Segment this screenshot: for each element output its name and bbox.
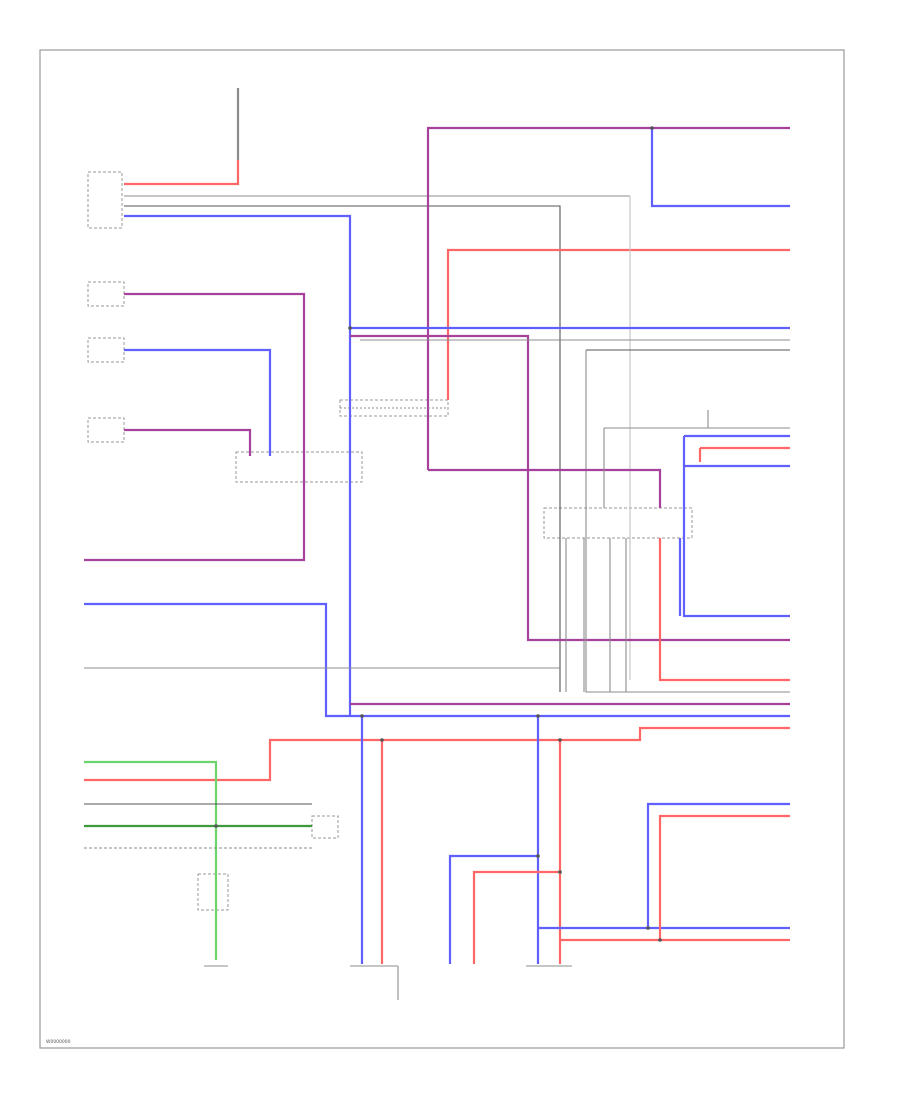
connector-block-left (235, 451, 363, 483)
wire-top-feed-red (124, 160, 240, 186)
junction-dot (214, 824, 218, 828)
junction-dot (536, 714, 540, 718)
wire-green-1 (84, 760, 218, 960)
junction-dot (536, 854, 540, 858)
component-box-3 (87, 337, 125, 363)
junction-dot (558, 738, 562, 742)
junction-dot (646, 926, 650, 930)
footer-code: W0000000 (46, 1039, 71, 1045)
wire-purple-mid (350, 334, 790, 642)
junction-dot (650, 126, 654, 130)
component-box-2 (87, 281, 125, 307)
wire-gray-mid2 (585, 350, 790, 693)
wire-red-top (446, 248, 790, 400)
junction-dot (360, 714, 364, 718)
component-box-4 (87, 417, 125, 443)
wire-blue-a (124, 214, 352, 716)
wire-black-a (124, 205, 561, 692)
connector-block-right (543, 507, 693, 539)
wire-red-low (84, 726, 790, 782)
diagram-frame (39, 49, 845, 1049)
wire-blue-rl2 (646, 802, 790, 928)
wire-red-branch (472, 870, 560, 964)
wire-purple-d (124, 428, 252, 456)
wire-blue-branch (448, 854, 538, 964)
wire-blue-ctrl-v (682, 436, 790, 618)
ground-sensor-box (197, 873, 229, 911)
wire-blue-c (124, 348, 272, 456)
junction-dot (348, 326, 352, 330)
junction-dot (380, 738, 384, 742)
wire-red-cb (658, 538, 790, 682)
wire-blue-top (650, 128, 790, 208)
sensor-box (311, 815, 339, 839)
component-box-1 (87, 171, 123, 229)
wire-purple-relay-out (428, 468, 662, 508)
wire-purple-top (426, 126, 790, 400)
wire-purple-b (84, 292, 306, 562)
junction-dot (658, 938, 662, 942)
wire-red-rl2 (658, 814, 790, 940)
junction-dot (558, 870, 562, 874)
wire-blue-low1 (84, 602, 790, 718)
